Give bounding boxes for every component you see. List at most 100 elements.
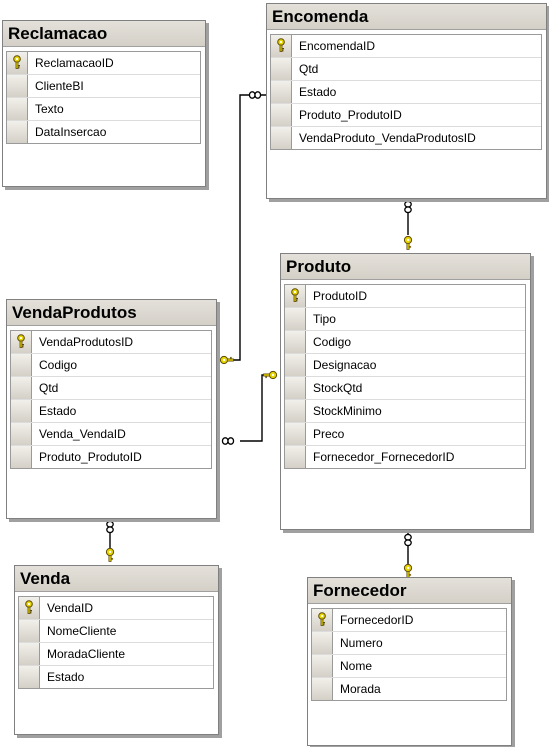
many-end-icon: [404, 200, 412, 214]
rel-vendaprodutos-produto[interactable]: [240, 374, 268, 442]
column-name: DataInsercao: [35, 125, 107, 139]
column-row[interactable]: VendaID: [19, 597, 213, 620]
row-selector[interactable]: [285, 285, 306, 307]
row-selector[interactable]: [285, 308, 306, 330]
row-selector[interactable]: [271, 127, 292, 149]
row-selector[interactable]: [285, 446, 306, 468]
table-title[interactable]: Produto: [281, 254, 530, 280]
column-name: NomeCliente: [47, 624, 117, 638]
row-selector[interactable]: [271, 35, 292, 57]
row-selector[interactable]: [312, 655, 333, 677]
column-name: Qtd: [39, 381, 59, 395]
many-end-icon: [106, 520, 114, 534]
column-row[interactable]: NomeCliente: [19, 620, 213, 643]
column-row[interactable]: Produto_ProdutoID: [11, 446, 211, 468]
row-selector[interactable]: [271, 81, 292, 103]
table-title[interactable]: VendaProdutos: [7, 300, 216, 326]
column-name: Codigo: [313, 335, 352, 349]
column-row[interactable]: Qtd: [11, 377, 211, 400]
primary-key-icon: [318, 612, 326, 626]
table-title[interactable]: Reclamacao: [3, 21, 205, 47]
column-row[interactable]: VendaProdutosID: [11, 331, 211, 354]
row-selector[interactable]: [19, 597, 40, 619]
column-row[interactable]: Qtd: [271, 58, 541, 81]
row-selector[interactable]: [285, 400, 306, 422]
row-selector[interactable]: [7, 52, 28, 74]
column-row[interactable]: Codigo: [11, 354, 211, 377]
column-row[interactable]: Fornecedor_FornecedorID: [285, 446, 525, 468]
column-name: Tipo: [313, 312, 336, 326]
column-row[interactable]: Texto: [7, 98, 200, 121]
table-title[interactable]: Encomenda: [267, 4, 546, 30]
row-selector[interactable]: [285, 354, 306, 376]
column-row[interactable]: Estado: [271, 81, 541, 104]
column-name: MoradaCliente: [47, 647, 126, 661]
one-end-key-icon: [105, 547, 115, 562]
column-row[interactable]: MoradaCliente: [19, 643, 213, 666]
row-selector[interactable]: [312, 678, 333, 700]
row-selector[interactable]: [19, 666, 40, 688]
column-row[interactable]: VendaProduto_VendaProdutosID: [271, 127, 541, 149]
column-row[interactable]: Estado: [11, 400, 211, 423]
row-selector[interactable]: [11, 446, 32, 468]
rel-encomenda-vendaprodutos[interactable]: [233, 94, 266, 361]
row-selector[interactable]: [11, 400, 32, 422]
row-selector[interactable]: [11, 331, 32, 353]
column-row[interactable]: ReclamacaoID: [7, 52, 200, 75]
table-title[interactable]: Venda: [15, 566, 218, 592]
column-name: Produto_ProdutoID: [299, 108, 402, 122]
column-row[interactable]: StockMinimo: [285, 400, 525, 423]
column-row[interactable]: Preco: [285, 423, 525, 446]
column-row[interactable]: StockQtd: [285, 377, 525, 400]
row-selector[interactable]: [312, 609, 333, 631]
row-selector[interactable]: [285, 423, 306, 445]
column-row[interactable]: ClienteBI: [7, 75, 200, 98]
row-selector[interactable]: [19, 620, 40, 642]
column-name: Fornecedor_FornecedorID: [313, 450, 455, 464]
row-selector[interactable]: [19, 643, 40, 665]
column-name: ProdutoID: [313, 289, 368, 303]
column-row[interactable]: Codigo: [285, 331, 525, 354]
many-end-icon: [404, 533, 412, 547]
column-row[interactable]: DataInsercao: [7, 121, 200, 143]
row-selector[interactable]: [271, 58, 292, 80]
row-selector[interactable]: [11, 423, 32, 445]
row-selector[interactable]: [7, 98, 28, 120]
row-selector[interactable]: [11, 354, 32, 376]
column-name: Venda_VendaID: [39, 427, 126, 441]
row-selector[interactable]: [285, 377, 306, 399]
many-end-icon: [221, 437, 235, 445]
row-selector[interactable]: [285, 331, 306, 353]
column-name: VendaProdutosID: [39, 335, 134, 349]
column-row[interactable]: Morada: [312, 678, 506, 700]
one-end-key-icon: [403, 563, 413, 578]
column-row[interactable]: Tipo: [285, 308, 525, 331]
row-selector[interactable]: [312, 632, 333, 654]
table-title[interactable]: Fornecedor: [308, 578, 511, 604]
column-row[interactable]: FornecedorID: [312, 609, 506, 632]
column-row[interactable]: Venda_VendaID: [11, 423, 211, 446]
column-row[interactable]: Estado: [19, 666, 213, 688]
row-selector[interactable]: [271, 104, 292, 126]
column-row[interactable]: Numero: [312, 632, 506, 655]
column-row[interactable]: Designacao: [285, 354, 525, 377]
row-selector[interactable]: [7, 75, 28, 97]
column-row[interactable]: ProdutoID: [285, 285, 525, 308]
column-name: Codigo: [39, 358, 78, 372]
primary-key-icon: [277, 38, 285, 52]
row-selector[interactable]: [11, 377, 32, 399]
column-row[interactable]: Produto_ProdutoID: [271, 104, 541, 127]
row-selector[interactable]: [7, 121, 28, 143]
column-row[interactable]: Nome: [312, 655, 506, 678]
column-row[interactable]: EncomendaID: [271, 35, 541, 58]
column-name: EncomendaID: [299, 39, 376, 53]
column-name: StockMinimo: [313, 404, 382, 418]
